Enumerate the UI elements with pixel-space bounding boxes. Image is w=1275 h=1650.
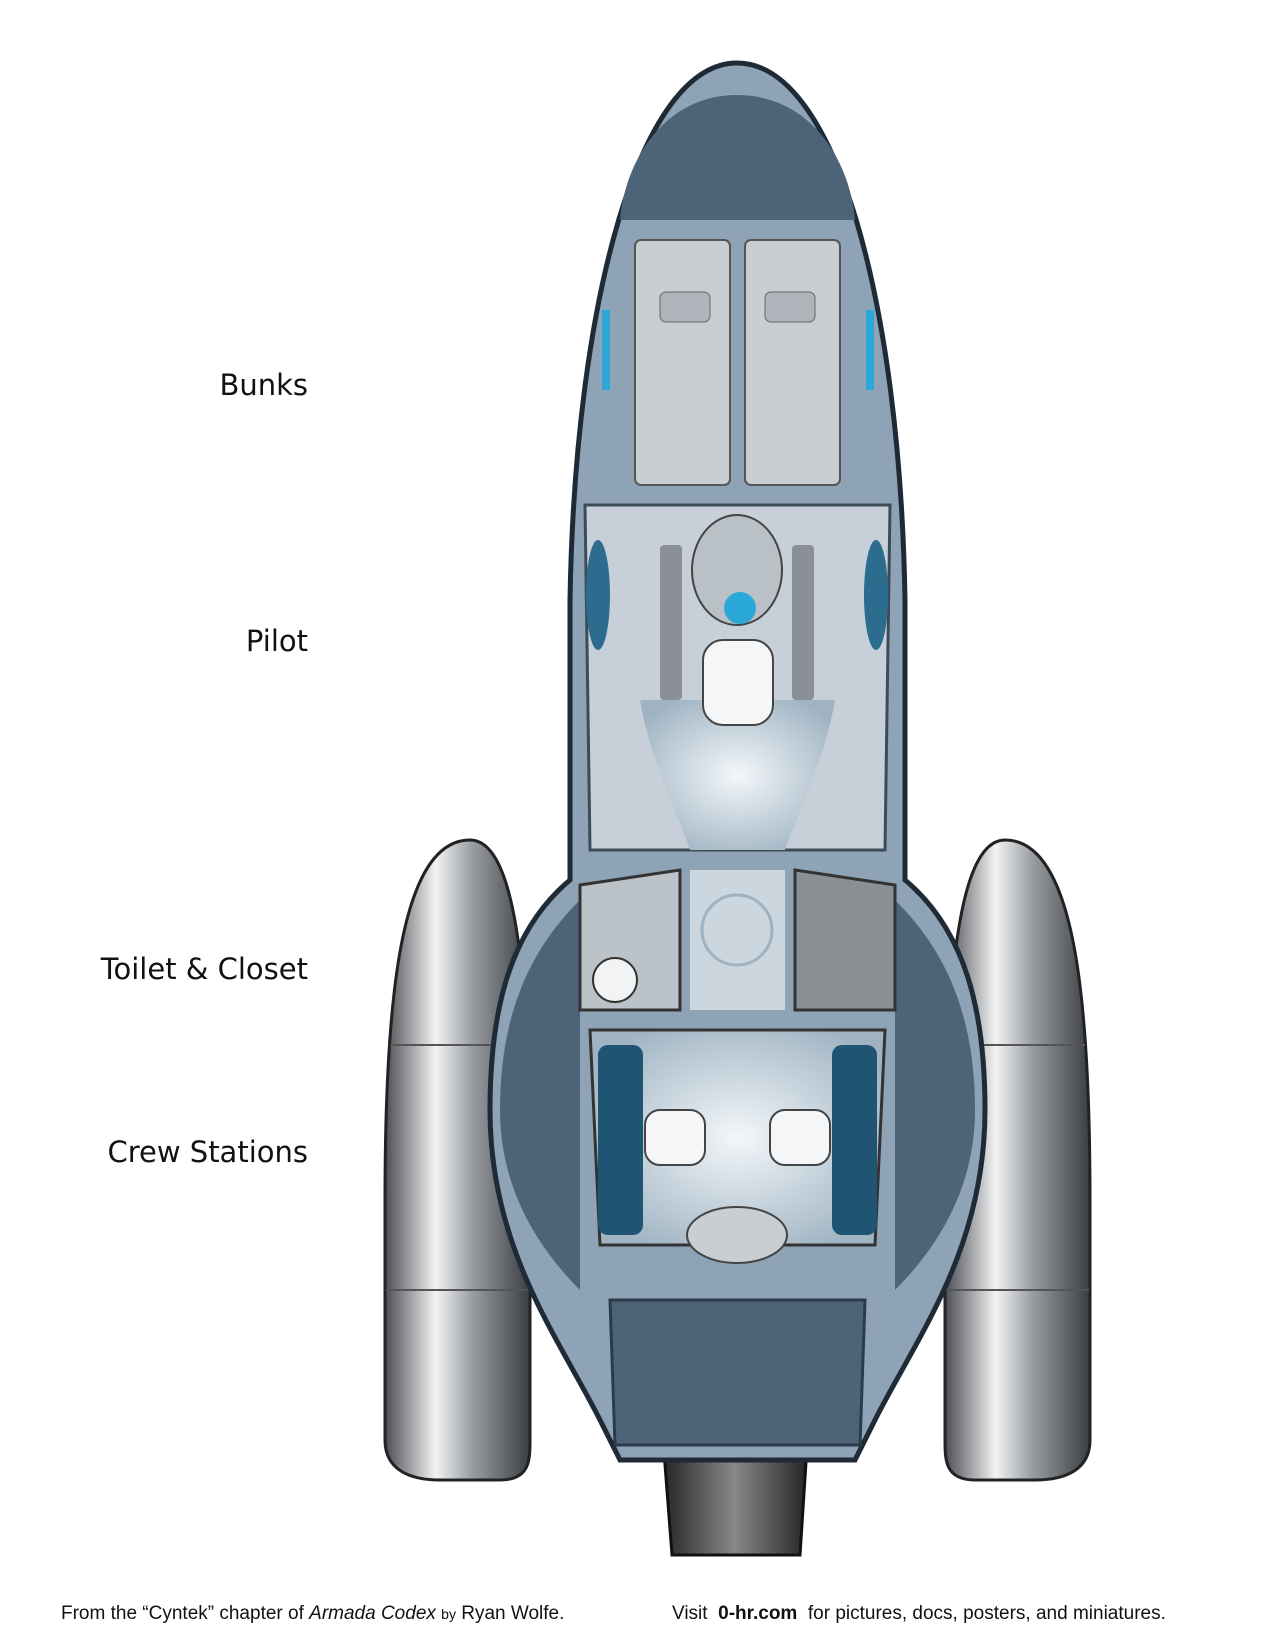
footer-prefix: From the “Cyntek” chapter of [61, 1603, 304, 1624]
bunks-room [602, 239, 874, 486]
pilot-room [583, 503, 892, 852]
label-toilet-closet: Toilet & Closet [100, 952, 308, 986]
footer-suffix: for pictures, docs, posters, and miniatu… [807, 1603, 1166, 1624]
label-pilot: Pilot [245, 624, 308, 658]
footer-visit-text: Visit [672, 1603, 708, 1624]
label-crew-stations: Crew Stations [107, 1135, 308, 1169]
site-link[interactable]: 0-hr.com [718, 1603, 798, 1624]
footer-credit: From the “Cyntek” chapter of Armada Code… [61, 1603, 564, 1625]
footer-by: by [441, 1606, 456, 1622]
footer-visit: Visit 0-hr.com for pictures, docs, poste… [672, 1603, 1166, 1625]
crew-stations-room [588, 1028, 887, 1264]
book-title: Armada Codex [309, 1603, 436, 1624]
toilet-closet-room [578, 868, 897, 1012]
footer-author: Ryan Wolfe. [461, 1603, 565, 1624]
label-bunks: Bunks [219, 368, 308, 402]
